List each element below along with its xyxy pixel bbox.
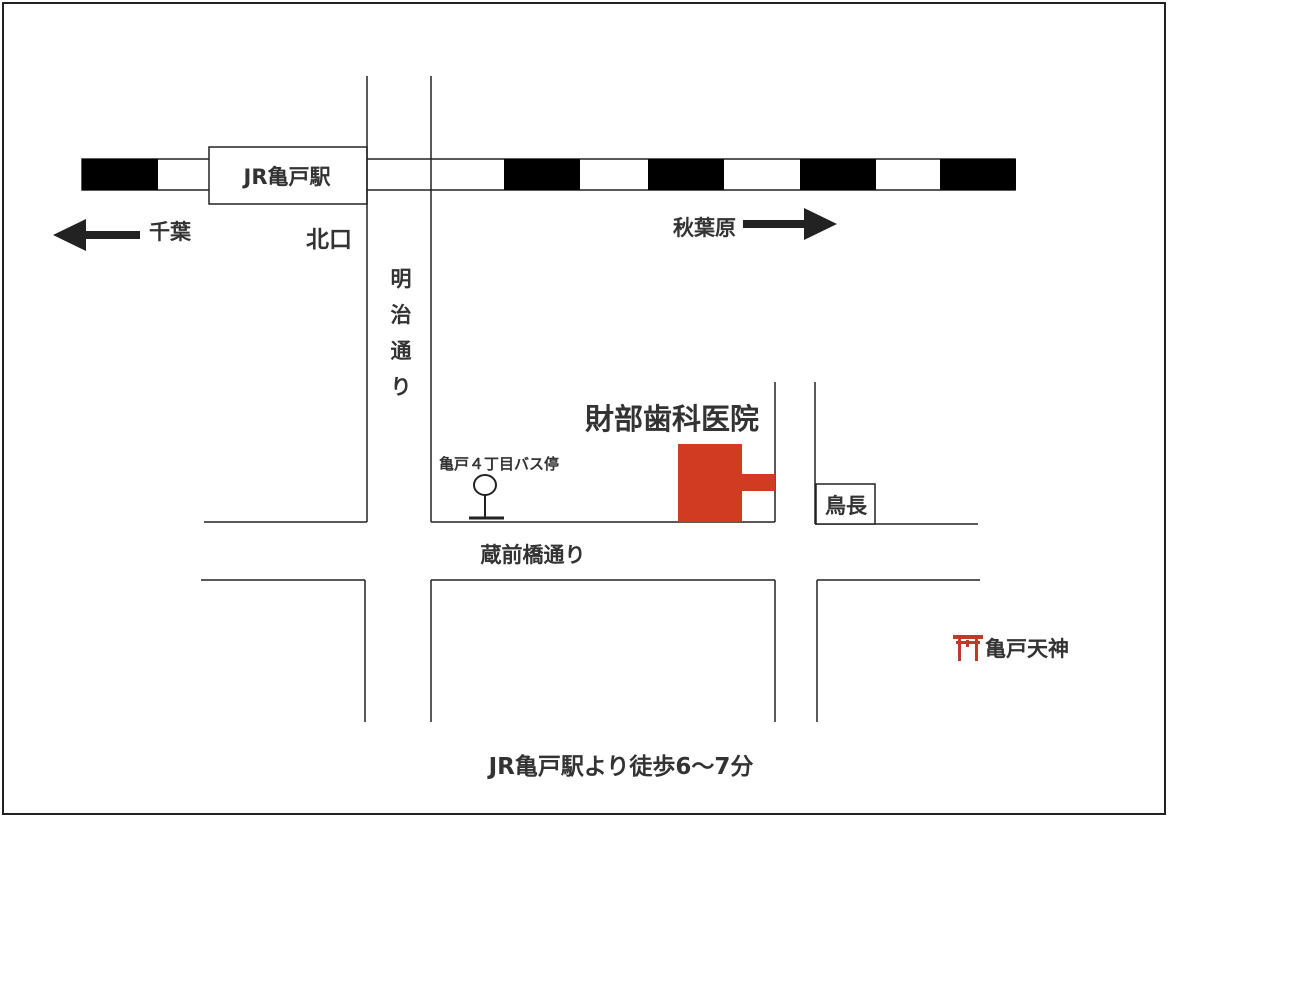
torii-icon	[953, 635, 983, 661]
direction-right-label: 秋葉原	[673, 216, 736, 240]
side-street-road	[774, 382, 818, 722]
clinic-label: 財部歯科医院	[585, 402, 759, 436]
kuramae-street-label: 蔵前橋通り	[481, 543, 586, 567]
torichou-box	[815, 483, 876, 525]
svg-text:治: 治	[391, 303, 412, 327]
svg-text:り: り	[391, 375, 412, 399]
meiji-street-label: 明 治 通 り	[391, 267, 412, 399]
arrow-left-icon	[53, 219, 140, 251]
direction-left-label: 千葉	[149, 220, 192, 244]
station-label: JR亀戸駅	[242, 165, 332, 189]
walk-time-note: JR亀戸駅より徒歩6〜7分	[487, 753, 754, 780]
torichou-label: 鳥長	[825, 494, 868, 518]
arrow-right-icon	[743, 208, 837, 240]
bus-stop-icon	[469, 474, 504, 520]
bus-stop-label: 亀戸４丁目バス停	[439, 455, 559, 473]
svg-text:明: 明	[391, 267, 412, 291]
station-box	[208, 146, 368, 205]
svg-text:通: 通	[391, 339, 412, 363]
clinic-building	[678, 444, 775, 522]
shrine-label: 亀戸天神	[985, 637, 1069, 661]
map-frame	[2, 2, 1166, 815]
meiji-street-road	[364, 76, 432, 722]
north-exit-label: 北口	[306, 227, 352, 253]
